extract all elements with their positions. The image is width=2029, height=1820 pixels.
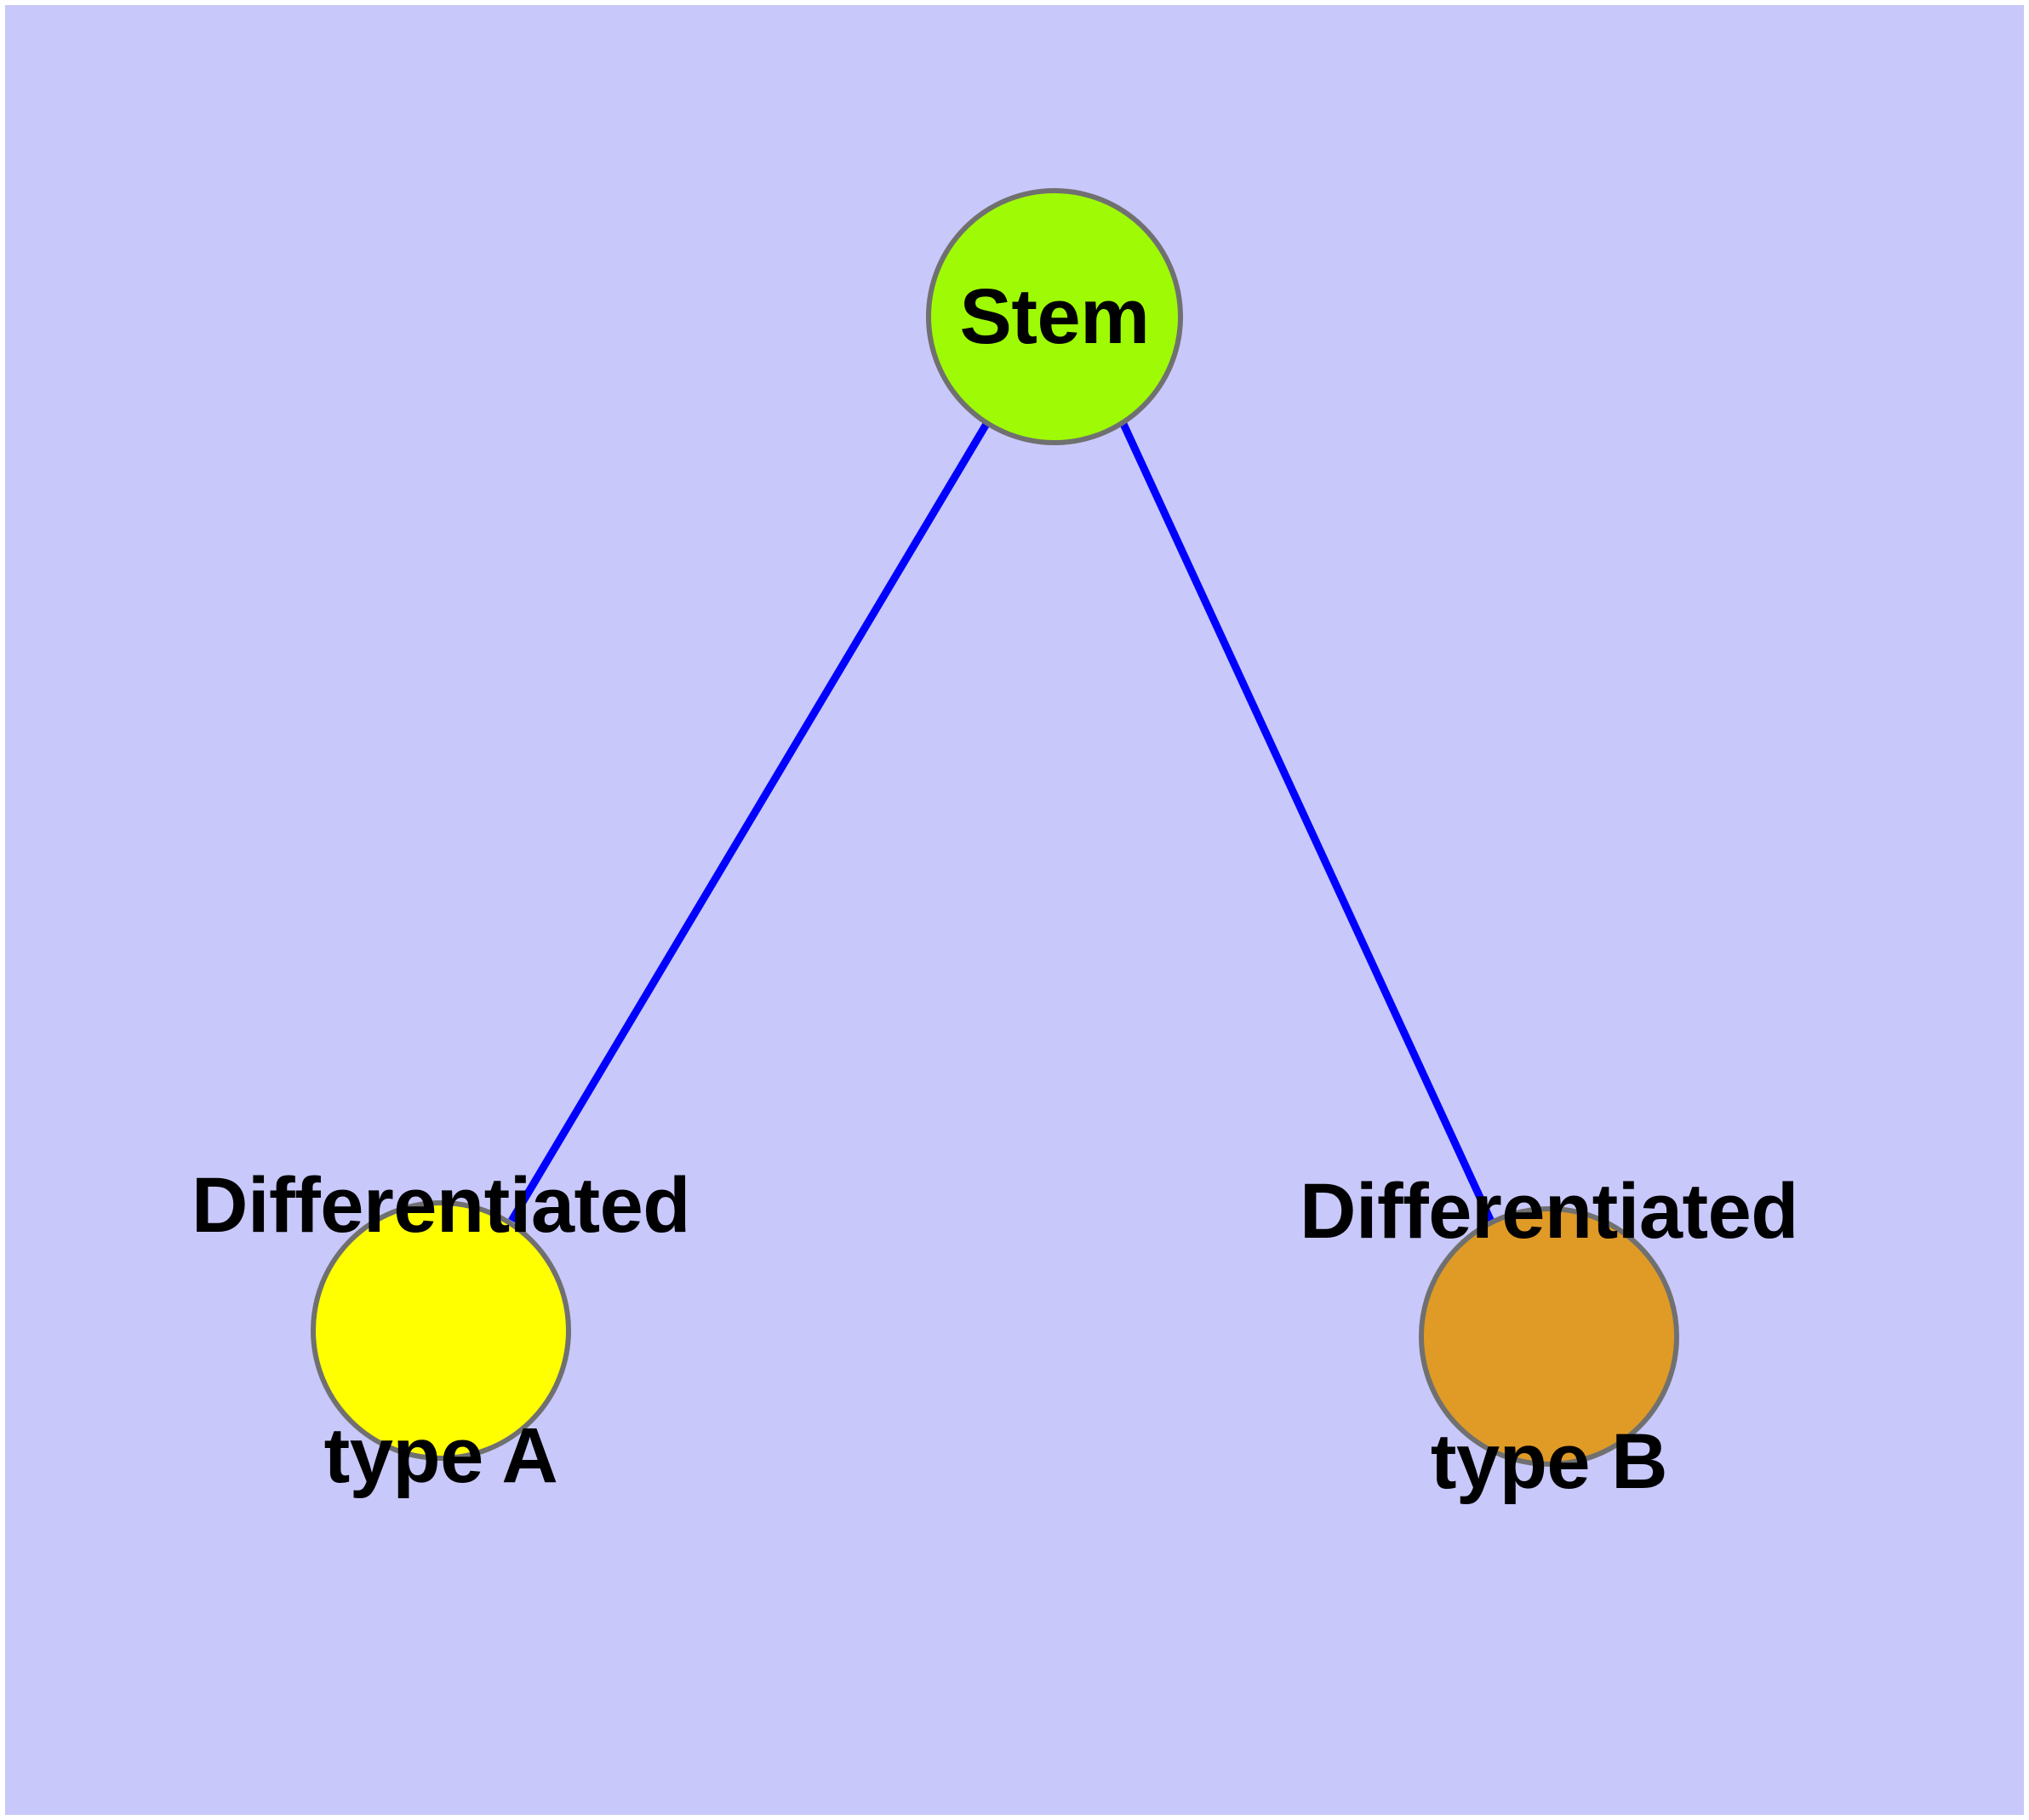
edge-layer bbox=[508, 421, 1496, 1225]
edge-stem-diff-a bbox=[508, 421, 990, 1223]
edge-stem-diff-b bbox=[1119, 422, 1496, 1225]
node-diff-b-circle[interactable] bbox=[1419, 1206, 1679, 1467]
node-layer bbox=[311, 188, 1679, 1467]
node-stem-circle[interactable] bbox=[926, 188, 1183, 445]
node-diff-a-circle[interactable] bbox=[311, 1200, 571, 1461]
